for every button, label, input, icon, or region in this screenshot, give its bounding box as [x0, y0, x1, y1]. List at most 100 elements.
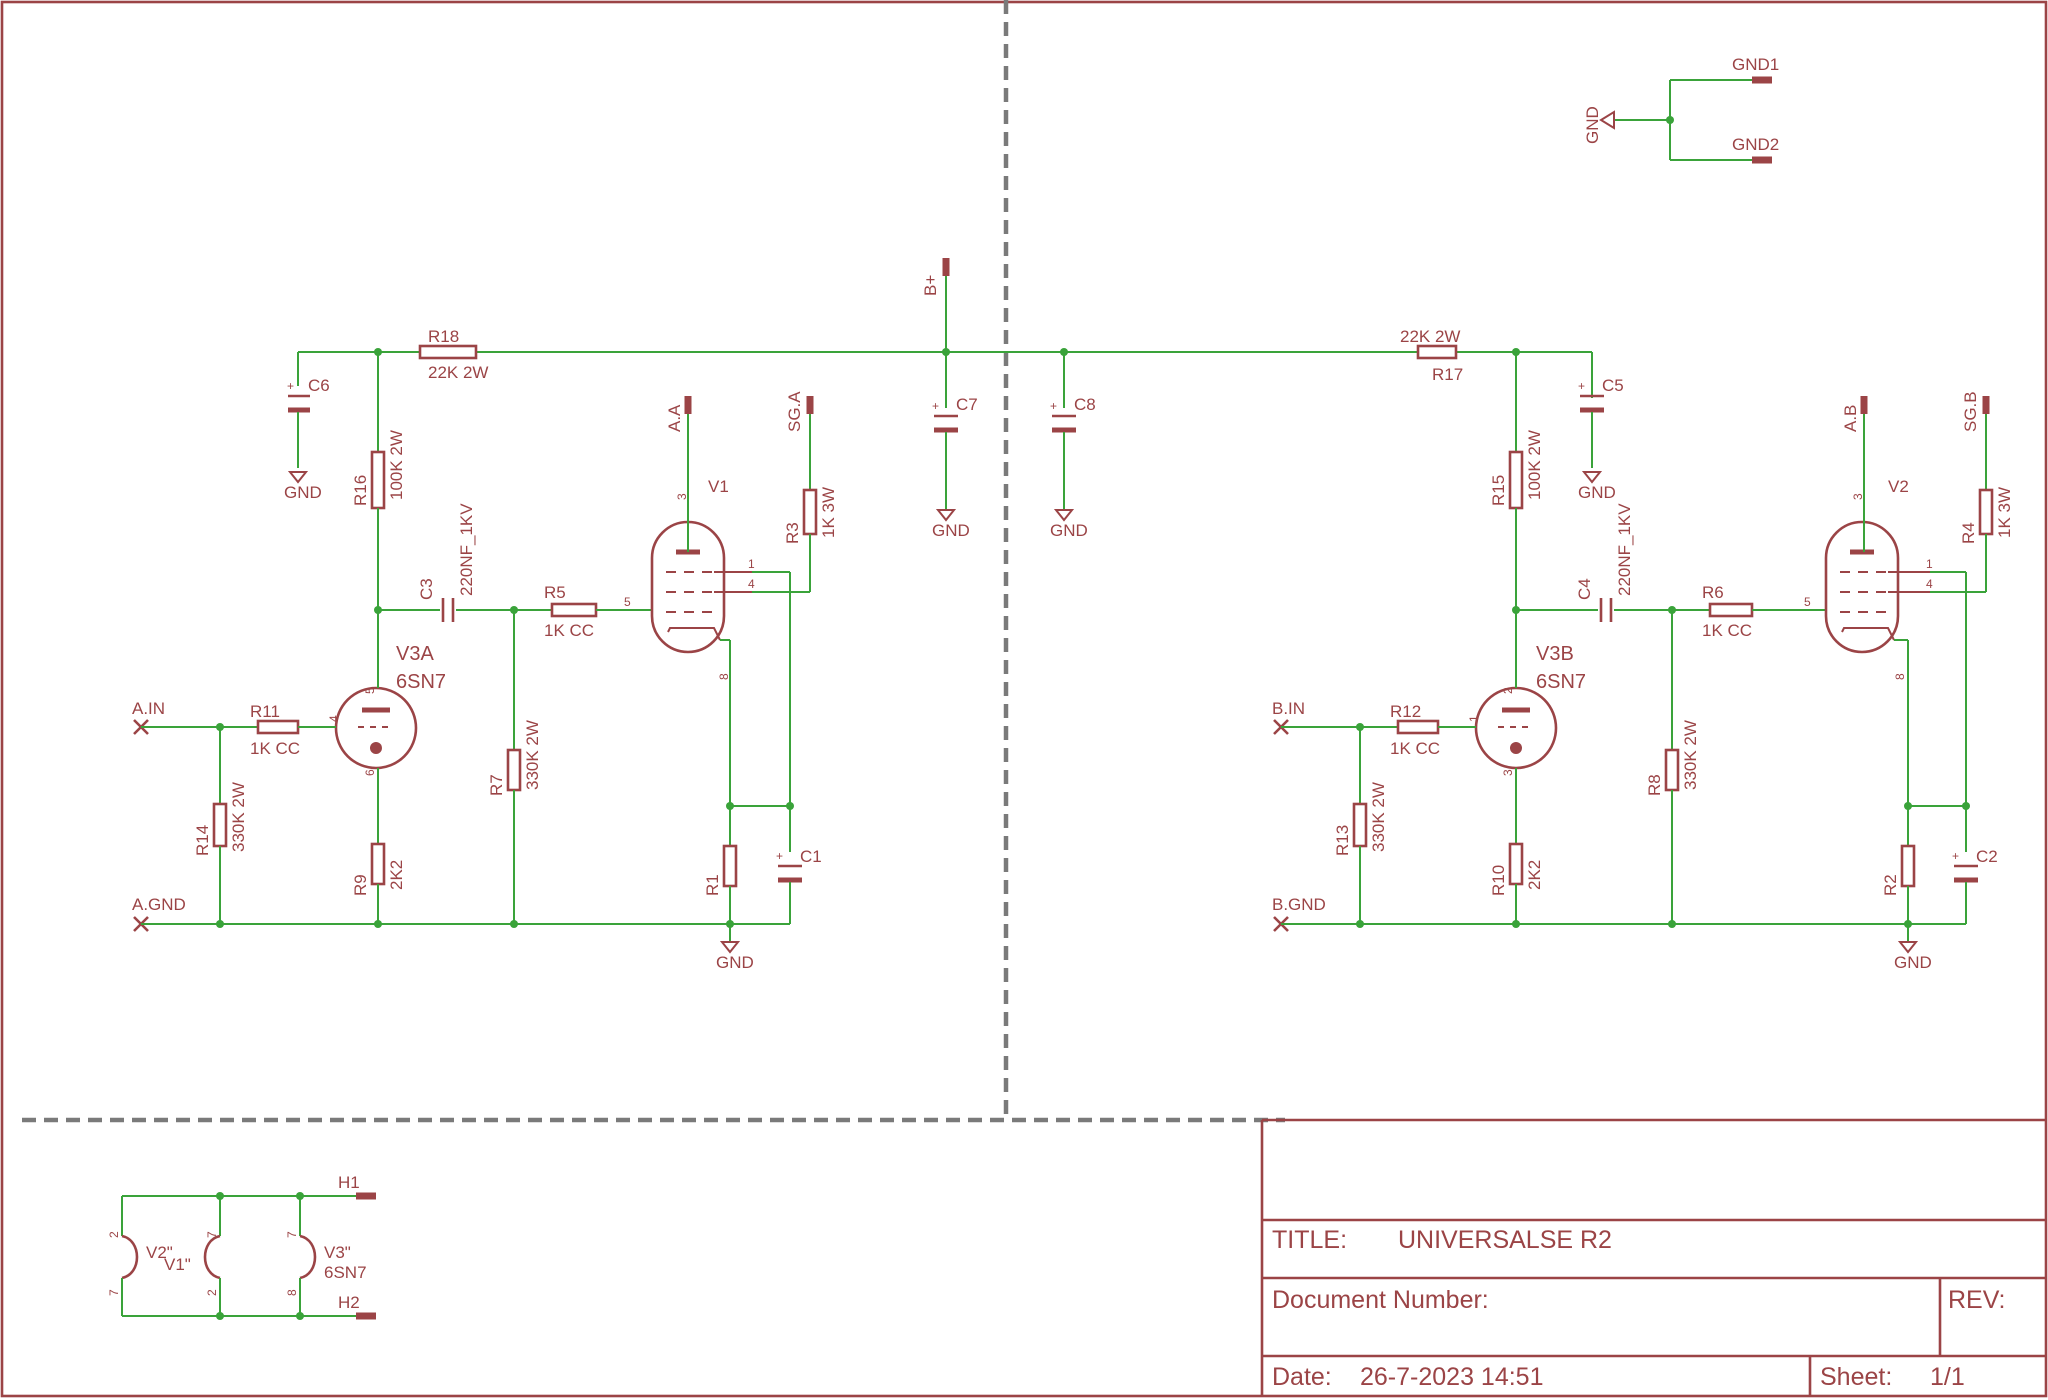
input-b-network: B.IN R12 1K CC R13 330K 2W B.GND [1272, 699, 1476, 932]
svg-text:1: 1 [748, 557, 755, 571]
ground-bus-a: GND [141, 920, 790, 972]
svg-text:5: 5 [624, 595, 631, 609]
bplus-rail: B+ [298, 258, 1592, 356]
heater-block: H1 H2 2 7 V2" 7 2 V1" 7 8 V3" 6SN7 [107, 1173, 376, 1320]
resistor-r9: R9 2K2 [351, 842, 406, 924]
svg-text:V3B: V3B [1536, 643, 1574, 665]
svg-text:R6: R6 [1702, 583, 1724, 602]
svg-text:4: 4 [327, 715, 341, 722]
svg-text:A.GND: A.GND [132, 895, 186, 914]
capacitor-c1: + C1 [776, 847, 822, 924]
svg-text:GND: GND [932, 521, 970, 540]
svg-text:22K 2W: 22K 2W [428, 363, 488, 382]
svg-text:R17: R17 [1432, 365, 1463, 384]
svg-text:GND: GND [1050, 521, 1088, 540]
svg-text:R11: R11 [250, 702, 280, 721]
ground-bus-b: GND [1281, 920, 1966, 972]
pentode-v1: 1 4 3 8 V1 A.A [650, 396, 794, 810]
svg-text:+: + [287, 379, 294, 393]
date-label: Date: [1272, 1363, 1332, 1391]
resistor-r10: R10 2K2 [1489, 842, 1544, 924]
svg-text:R5: R5 [544, 583, 566, 602]
capacitor-c2: + C2 [1952, 847, 1998, 924]
svg-text:H2: H2 [338, 1293, 360, 1312]
svg-text:330K 2W: 330K 2W [229, 782, 248, 852]
title-label: TITLE: [1272, 1226, 1347, 1254]
svg-text:C5: C5 [1602, 376, 1624, 395]
pentode-v2: 1 4 3 8 V2 A.B [1824, 396, 1970, 810]
svg-text:6SN7: 6SN7 [396, 671, 446, 693]
c6-label: C6 [308, 376, 330, 395]
svg-text:R8: R8 [1645, 774, 1664, 796]
svg-text:B.GND: B.GND [1272, 895, 1326, 914]
svg-text:R15: R15 [1489, 475, 1508, 506]
resistor-r16: R16 100K 2W [351, 352, 406, 614]
svg-text:7: 7 [285, 1231, 299, 1238]
svg-text:R3: R3 [783, 522, 802, 544]
resistor-r3: SG.A R3 1K 3W [752, 391, 838, 852]
svg-text:2: 2 [205, 1289, 219, 1296]
svg-text:+: + [776, 849, 783, 863]
svg-text:6SN7: 6SN7 [324, 1263, 367, 1282]
svg-text:6: 6 [363, 769, 377, 776]
svg-text:100K 2W: 100K 2W [387, 430, 406, 500]
triode-v3a: 5 6 4 V3A 6SN7 [327, 610, 446, 844]
capacitor-c7: + C7 GND [932, 352, 978, 540]
svg-text:3: 3 [1501, 769, 1515, 776]
svg-text:4: 4 [1926, 577, 1933, 591]
svg-text:SG.A: SG.A [785, 391, 804, 432]
gnd-symbol-icon [1599, 110, 1615, 130]
title-value: UNIVERSALSE R2 [1398, 1226, 1612, 1254]
svg-text:8: 8 [285, 1289, 299, 1296]
resistor-r8: R8 330K 2W [1645, 610, 1700, 924]
svg-text:GND: GND [1578, 483, 1616, 502]
capacitor-c6: + C6 GND [284, 352, 330, 502]
svg-text:A.IN: A.IN [132, 699, 165, 718]
svg-text:3: 3 [675, 493, 689, 500]
gnd2-label: GND2 [1732, 135, 1779, 154]
resistor-r4: SG.B R4 1K 3W [1930, 391, 2014, 852]
svg-text:V1": V1" [164, 1255, 191, 1274]
capacitor-c8: + C8 GND [1050, 352, 1096, 540]
svg-text:V3": V3" [324, 1243, 351, 1262]
svg-text:220NF_1KV: 220NF_1KV [457, 503, 476, 596]
svg-text:5: 5 [363, 687, 377, 694]
resistor-r2: R2 [1881, 806, 1916, 924]
svg-text:1K 3W: 1K 3W [819, 487, 838, 538]
svg-text:1: 1 [1467, 715, 1481, 722]
svg-text:+: + [1050, 399, 1057, 413]
svg-text:R2: R2 [1881, 874, 1900, 896]
svg-text:C2: C2 [1976, 847, 1998, 866]
svg-text:R18: R18 [428, 327, 459, 346]
gnd-tie-block: GND1 GND2 GND [1583, 55, 1779, 164]
svg-text:GND: GND [716, 953, 754, 972]
resistor-r7: R7 330K 2W [487, 610, 542, 924]
svg-text:A.B: A.B [1841, 405, 1860, 432]
svg-text:C1: C1 [800, 847, 822, 866]
svg-text:7: 7 [205, 1231, 219, 1238]
svg-text:R7: R7 [487, 774, 506, 796]
svg-text:2: 2 [1501, 687, 1515, 694]
svg-text:V3A: V3A [396, 643, 434, 665]
svg-text:330K 2W: 330K 2W [523, 720, 542, 790]
sheet-label: Sheet: [1820, 1363, 1892, 1391]
svg-text:R10: R10 [1489, 865, 1508, 896]
svg-text:1: 1 [1926, 557, 1933, 571]
svg-text:V2": V2" [146, 1243, 173, 1262]
document-number-label: Document Number: [1272, 1286, 1489, 1314]
bplus-label: B+ [921, 275, 940, 296]
svg-text:C8: C8 [1074, 395, 1096, 414]
rev-label: REV: [1948, 1286, 2005, 1314]
svg-text:8: 8 [717, 673, 731, 680]
resistor-r15: R15 100K 2W [1489, 352, 1544, 614]
capacitor-c5: + C5 GND [1578, 352, 1624, 502]
svg-text:+: + [1578, 379, 1585, 393]
svg-text:7: 7 [107, 1289, 121, 1296]
svg-text:R9: R9 [351, 874, 370, 896]
svg-text:V2: V2 [1888, 477, 1909, 496]
resistor-r6: R6 1K CC 5 [1702, 583, 1826, 640]
resistor-r1: R1 [703, 806, 738, 924]
svg-text:2: 2 [107, 1231, 121, 1238]
